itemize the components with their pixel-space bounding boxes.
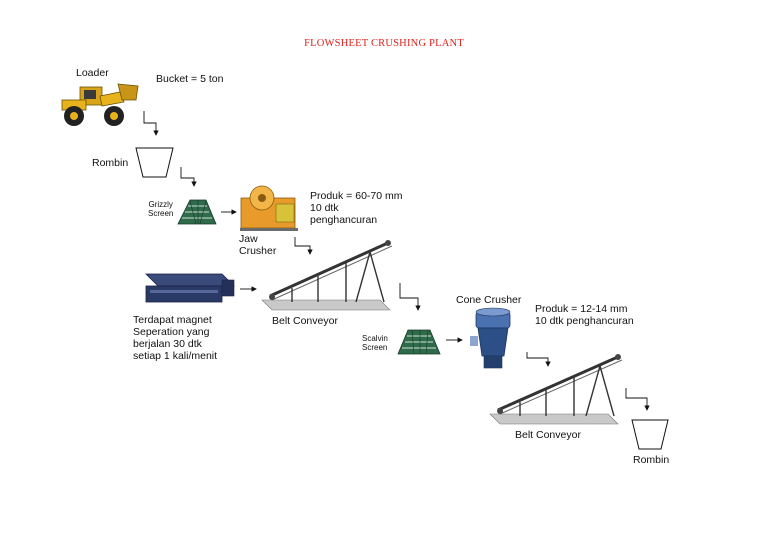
magnet-note-line-3: berjalan 30 dtk — [133, 338, 202, 350]
flow-arrow-rombin-to-grizzly — [180, 167, 197, 187]
jaw-crusher-product-note: Produk = 60-70 mm 10 dtk penghancuran — [310, 190, 403, 226]
cone-product-line-1: Produk = 12-14 mm — [535, 303, 628, 315]
belt-conveyor-1-icon — [261, 240, 393, 311]
cone-crusher-product-note: Produk = 12-14 mm 10 dtk penghancuran — [535, 303, 634, 327]
magnet-note-line-2: Seperation yang — [133, 326, 210, 338]
belt-conveyor-1-label: Belt Conveyor — [272, 315, 338, 327]
cone-product-line-2: 10 dtk penghancuran — [535, 315, 634, 327]
flow-arrow-cone-to-conveyor — [526, 352, 551, 367]
jaw-product-line-2: 10 dtk — [310, 202, 339, 214]
magnet-note-line-4: setiap 1 kali/menit — [133, 350, 218, 362]
flow-arrow-loader-to-rombin — [143, 111, 159, 136]
rombin-bottom-icon — [631, 419, 669, 450]
belt-conveyor-2-icon — [489, 354, 623, 425]
cone-crusher-icon — [470, 307, 511, 369]
rombin-top-label: Rombin — [92, 157, 129, 169]
scalvin-screen-label-line2: Screen — [362, 343, 388, 352]
jaw-crusher-icon — [240, 185, 298, 231]
flow-arrow-conveyor-to-scalvin — [399, 283, 421, 311]
grizzly-screen-icon — [177, 199, 217, 225]
grizzly-screen-label: Grizzly Screen — [148, 200, 173, 218]
cone-crusher-label: Cone Crusher — [456, 294, 522, 306]
jaw-crusher-label-line1: Jaw — [239, 233, 258, 245]
magnet-separation-note: Terdapat magnet Seperation yang berjalan… — [133, 314, 217, 362]
flowsheet-title: FLOWSHEET CRUSHING PLANT — [304, 38, 464, 49]
loader-icon — [61, 83, 139, 126]
loader-label: Loader — [76, 67, 109, 79]
bucket-capacity-note: Bucket = 5 ton — [156, 73, 224, 85]
belt-conveyor-2-label: Belt Conveyor — [515, 429, 581, 441]
flow-arrow-jaw-to-conveyor — [294, 237, 313, 255]
scalvin-screen-label: Scalvin Screen — [362, 334, 388, 352]
magnet-separator-icon — [145, 273, 235, 303]
grizzly-screen-label-line2: Screen — [148, 209, 174, 218]
scalvin-screen-icon — [397, 329, 441, 355]
jaw-crusher-label: Jaw Crusher — [239, 233, 276, 257]
rombin-top-icon — [135, 147, 174, 178]
jaw-product-line-3: penghancuran — [310, 214, 378, 226]
grizzly-screen-label-line1: Grizzly — [148, 200, 173, 209]
flow-arrow-conveyor-to-rombin — [625, 388, 650, 411]
jaw-crusher-label-line2: Crusher — [239, 245, 277, 257]
magnet-note-line-1: Terdapat magnet — [133, 314, 212, 326]
jaw-product-line-1: Produk = 60-70 mm — [310, 190, 403, 202]
rombin-bottom-label: Rombin — [633, 454, 670, 466]
scalvin-screen-label-line1: Scalvin — [362, 334, 388, 343]
